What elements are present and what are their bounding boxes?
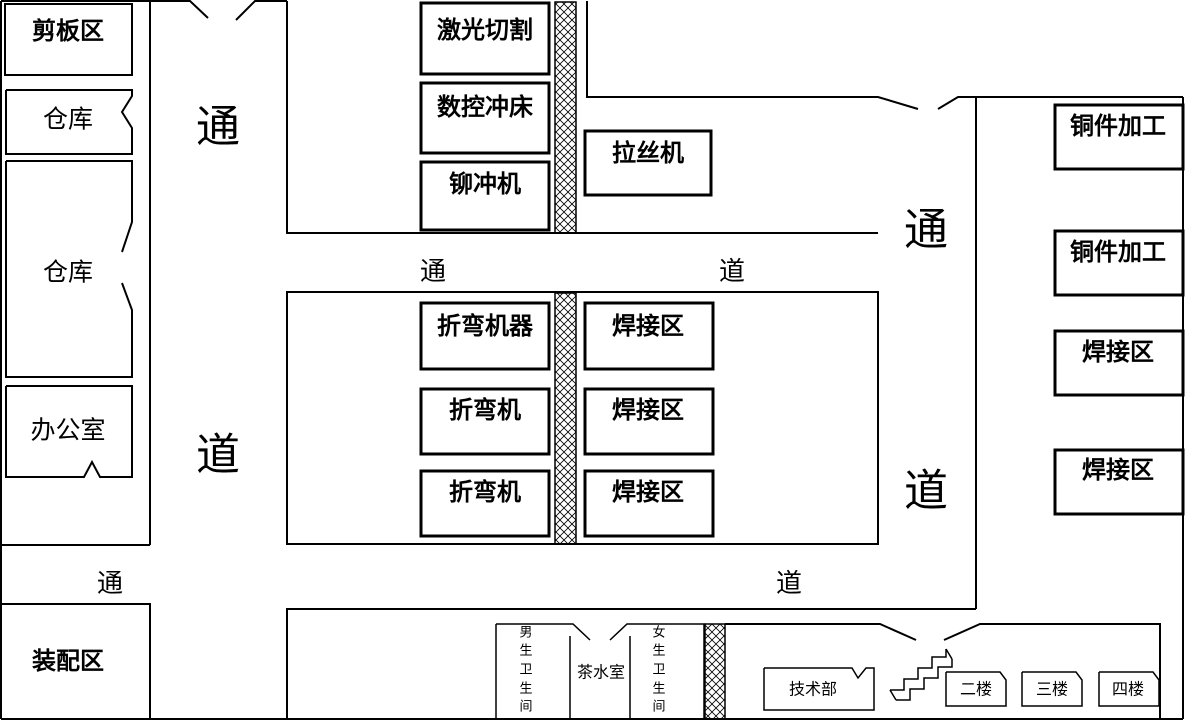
- welding-area-2: [583, 387, 715, 456]
- hatched-wall-top: [554, 1, 577, 234]
- rivet-punch-machine: [419, 160, 551, 232]
- welding-area-right-1-label: 焊接区: [1082, 338, 1154, 366]
- bottom-right-room: [725, 623, 1161, 719]
- welding-area-3: [583, 469, 715, 538]
- copper-processing-2: [1053, 229, 1185, 297]
- female-restroom-label: 女 生 卫 生 间: [652, 625, 665, 715]
- wire-drawing-label: 拉丝机: [612, 139, 684, 167]
- assembly-area-label: 装配区: [32, 647, 104, 675]
- svg-text:生: 生: [519, 644, 532, 659]
- welding-area-2-label: 焊接区: [612, 396, 684, 424]
- tech-dept: [763, 667, 875, 711]
- shear-area: [4, 3, 133, 76]
- male-restroom-label: 男 生 卫 生 间: [519, 626, 532, 715]
- welding-area-1-label: 焊接区: [612, 312, 684, 340]
- svg-text:男: 男: [519, 626, 532, 641]
- welding-area-1: [583, 301, 715, 371]
- floor-2-stairs: [945, 671, 1007, 707]
- floor-4-label: 四楼: [1112, 680, 1144, 699]
- floor-3-stairs: [1021, 671, 1083, 707]
- warehouse-2: [5, 160, 133, 378]
- copper-processing-1-label: 铜件加工: [1070, 112, 1166, 140]
- svg-text:女: 女: [652, 625, 665, 641]
- svg-text:生: 生: [652, 644, 665, 659]
- laser-cutting-label: 激光切割: [437, 16, 533, 44]
- copper-processing-1: [1053, 103, 1185, 171]
- tech-dept-label: 技术部: [789, 680, 837, 699]
- office-label: 办公室: [30, 416, 105, 445]
- svg-text:卫: 卫: [652, 663, 665, 678]
- bending-machine-3-label: 折弯机: [449, 478, 521, 506]
- copper-processing-2-label: 铜件加工: [1070, 238, 1166, 266]
- svg-text:间: 间: [652, 700, 665, 715]
- warehouse-1: [5, 89, 133, 155]
- floor-4-stairs: [1098, 671, 1160, 707]
- bending-machine-2-label: 折弯机: [449, 396, 521, 424]
- bending-machine-2: [419, 387, 551, 456]
- svg-text:间: 间: [519, 700, 532, 715]
- welding-area-right-2: [1053, 448, 1185, 516]
- middle-block: [286, 291, 879, 545]
- warehouse-1-label: 仓库: [43, 105, 93, 134]
- corridor-label-dao-mid: 道: [719, 257, 745, 287]
- tea-room-label: 茶水室: [577, 663, 625, 682]
- svg-text:生: 生: [519, 682, 532, 697]
- corridor-label-tong-left: 通: [196, 102, 240, 153]
- corridor-label-dao-bottom: 道: [776, 569, 802, 599]
- cnc-punch-machine: [419, 81, 551, 155]
- laser-cutting-machine: [419, 1, 551, 76]
- staircase-icon: [889, 648, 953, 701]
- welding-area-3-label: 焊接区: [612, 478, 684, 506]
- floor-2-label: 二楼: [960, 680, 992, 699]
- bending-machine-1-label: 折弯机器: [437, 312, 534, 340]
- rivet-punch-label: 铆冲机: [449, 170, 521, 198]
- bottom-block: [495, 623, 705, 719]
- corridor-label-dao-left: 道: [196, 430, 240, 481]
- floor-3-label: 三楼: [1036, 680, 1068, 699]
- bending-machine-1: [419, 301, 551, 371]
- cnc-punch-label: 数控冲床: [437, 93, 533, 121]
- corridor-label-tong-mid: 通: [420, 257, 446, 287]
- corridor-label-tong-right: 通: [904, 205, 948, 256]
- left-block: [1, 1, 151, 546]
- assembly-area: [1, 603, 151, 719]
- corridor-label-dao-right: 道: [904, 466, 948, 517]
- welding-area-right-2-label: 焊接区: [1082, 456, 1154, 484]
- hatched-wall-middle: [554, 292, 577, 545]
- wire-drawing-machine: [583, 129, 713, 197]
- warehouse-2-label: 仓库: [43, 258, 93, 287]
- corridor-label-tong-bottom: 通: [97, 569, 123, 599]
- bending-machine-3: [419, 469, 551, 538]
- right-corridor-wall: [286, 97, 977, 719]
- svg-text:卫: 卫: [519, 663, 532, 678]
- office: [5, 385, 133, 478]
- welding-area-right-1: [1053, 329, 1185, 397]
- svg-text:生: 生: [652, 682, 665, 697]
- shear-area-label: 剪板区: [32, 17, 104, 45]
- hatched-wall-bottom: [704, 623, 726, 720]
- top-middle-block: [286, 1, 878, 234]
